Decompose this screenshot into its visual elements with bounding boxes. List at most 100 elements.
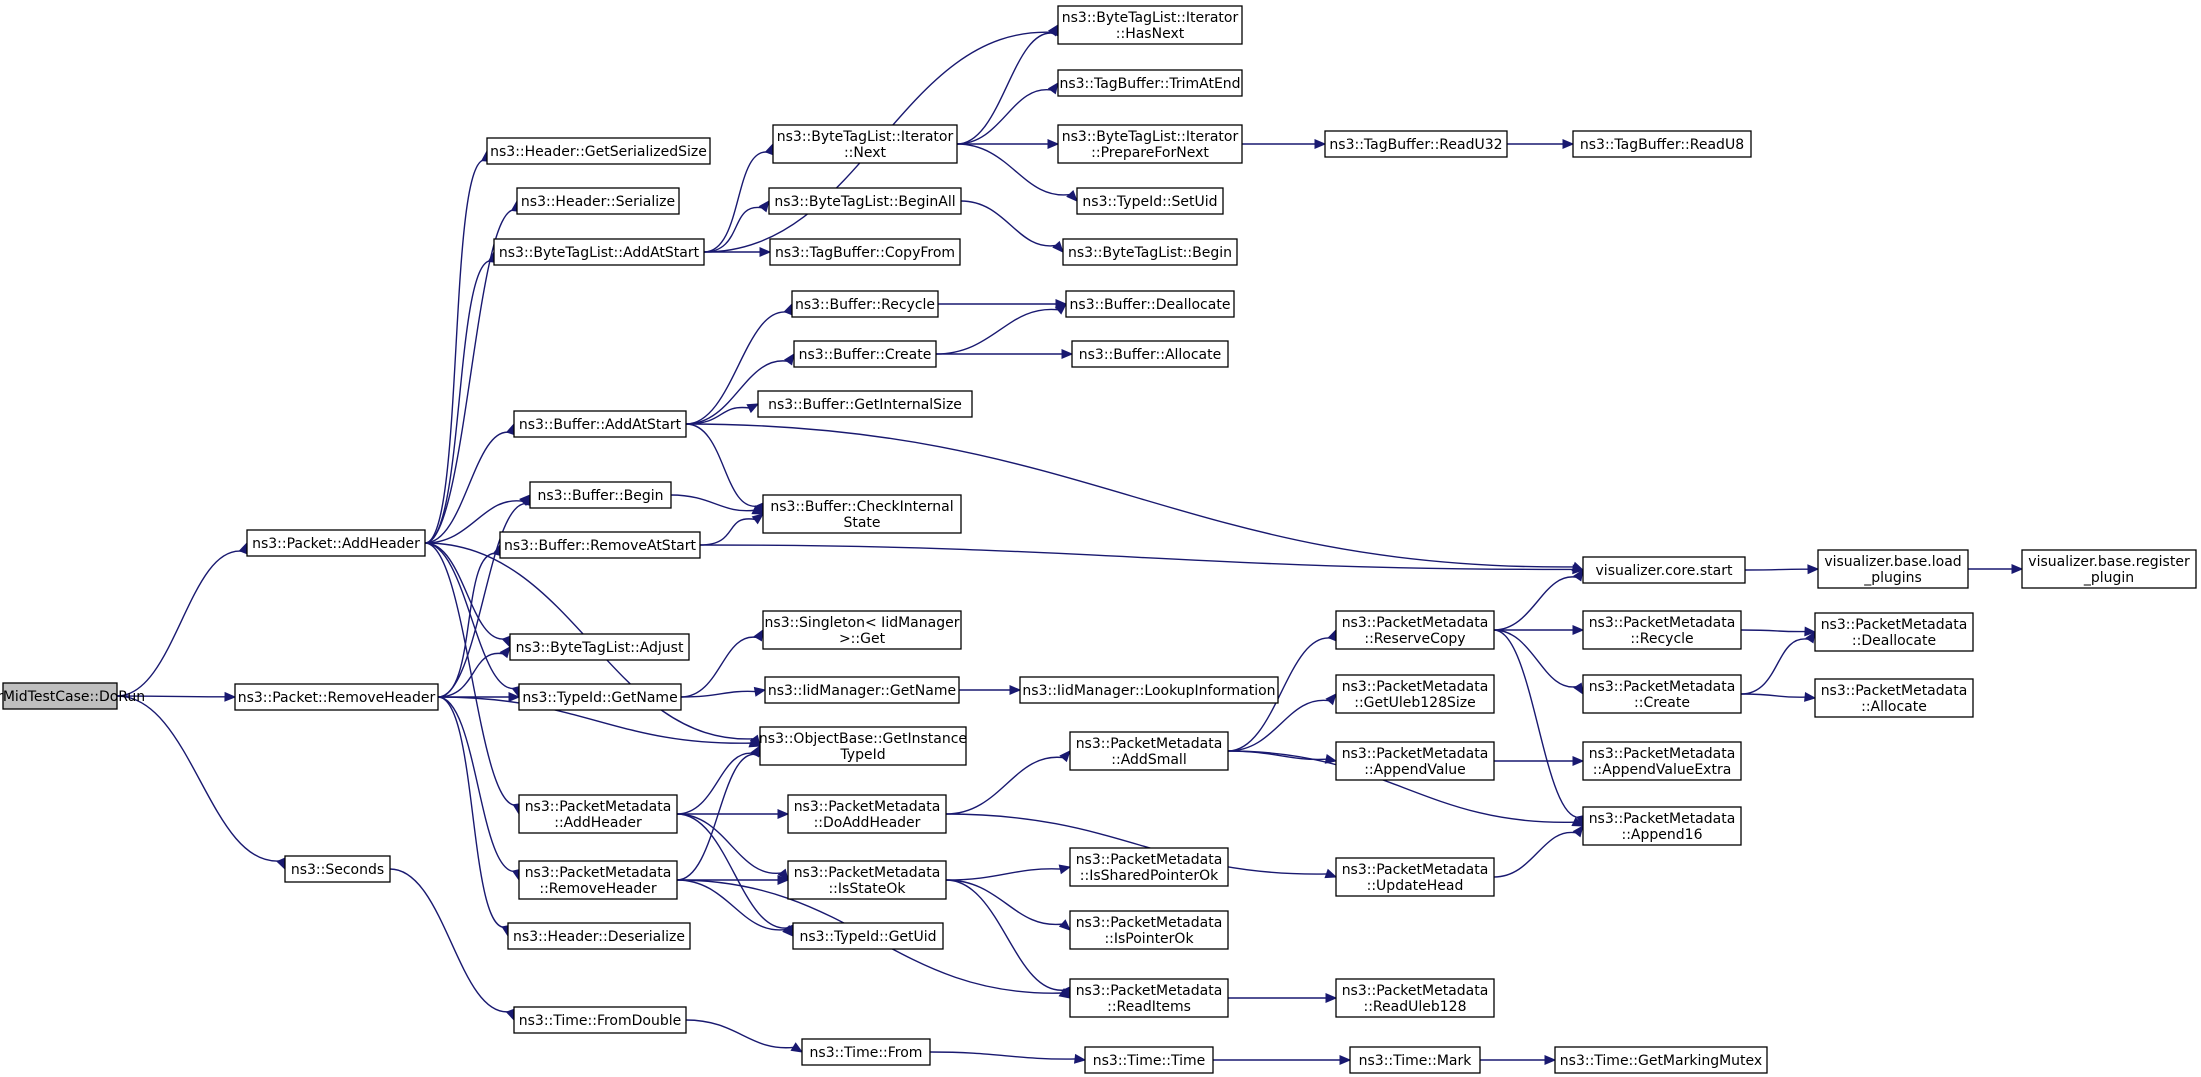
graph-node-btl-beginall[interactable]: ns3::ByteTagList::BeginAll [768, 187, 962, 215]
graph-node-removeheader[interactable]: ns3::Packet::RemoveHeader [234, 683, 439, 711]
graph-node-it-hasnext[interactable]: ns3::ByteTagList::Iterator::HasNext [1057, 5, 1243, 45]
call-edge [956, 32, 1055, 145]
graph-node-addheader[interactable]: ns3::Packet::AddHeader [246, 529, 426, 557]
graph-node-tb-copyfrom[interactable]: ns3::TagBuffer::CopyFrom [769, 238, 961, 266]
graph-node-buf-addatstart[interactable]: ns3::Buffer::AddAtStart [513, 410, 687, 438]
graph-node-pm-reservecopy[interactable]: ns3::PacketMetadata::ReserveCopy [1335, 610, 1495, 650]
arrowhead [1339, 1055, 1352, 1065]
graph-node-pm-issharedpointerok[interactable]: ns3::PacketMetadata::IsSharedPointerOk [1069, 847, 1229, 887]
graph-node-buf-recycle[interactable]: ns3::Buffer::Recycle [791, 290, 939, 318]
node-box [1084, 1046, 1214, 1074]
graph-node-iid-lookup[interactable]: ns3::IidManager::LookupInformation [1019, 676, 1279, 704]
node-box [1814, 678, 1974, 718]
arrowhead [1571, 817, 1585, 827]
graph-node-pm-doaddheader[interactable]: ns3::PacketMetadata::DoAddHeader [787, 794, 947, 834]
graph-node-btl-begin[interactable]: ns3::ByteTagList::Begin [1062, 238, 1238, 266]
node-label: ns3::PacketMetadata [1589, 615, 1736, 631]
call-edge [437, 696, 752, 744]
node-box [793, 340, 937, 368]
call-edge [945, 813, 1328, 875]
graph-node-tb-trimatend[interactable]: ns3::TagBuffer::TrimAtEnd [1057, 69, 1243, 97]
graph-node-it-prepare[interactable]: ns3::ByteTagList::Iterator::PrepareForNe… [1057, 124, 1243, 164]
graph-node-pm-deallocate[interactable]: ns3::PacketMetadata::Deallocate [1814, 612, 1974, 652]
graph-node-buf-deallocate[interactable]: ns3::Buffer::Deallocate [1065, 290, 1235, 318]
call-edge [1493, 576, 1579, 631]
node-box [507, 922, 691, 950]
call-edge [424, 542, 517, 690]
graph-node-buf-begin[interactable]: ns3::Buffer::Begin [529, 481, 672, 509]
arrowhead [777, 875, 790, 885]
graph-node-buf-removeatstart[interactable]: ns3::Buffer::RemoveAtStart [499, 531, 701, 559]
graph-node-viz-register-plugin[interactable]: visualizer.base.register_plugin [2021, 549, 2197, 589]
graph-node-viz-core-start[interactable]: visualizer.core.start [1582, 556, 1746, 584]
graph-node-btl-adjust[interactable]: ns3::ByteTagList::Adjust [509, 633, 690, 661]
graph-node-it-next[interactable]: ns3::ByteTagList::Iterator::Next [772, 124, 958, 164]
graph-node-pm-create[interactable]: ns3::PacketMetadata::Create [1582, 674, 1742, 714]
graph-node-typeid-getname[interactable]: ns3::TypeId::GetName [518, 683, 682, 711]
graph-node-pm-getuleb128size[interactable]: ns3::PacketMetadata::GetUleb128Size [1335, 674, 1495, 714]
node-label: ns3::PacketMetadata [1076, 736, 1223, 752]
call-edge [670, 494, 755, 512]
graph-node-time-fromdouble[interactable]: ns3::Time::FromDouble [513, 1006, 687, 1034]
graph-node-time-mark[interactable]: ns3::Time::Mark [1349, 1046, 1481, 1074]
graph-node-tb-readu8[interactable]: ns3::TagBuffer::ReadU8 [1572, 130, 1752, 158]
graph-node-dorun[interactable]: OlsrMidTestCase::DoRun [0, 682, 145, 710]
graph-node-serialize[interactable]: ns3::Header::Serialize [516, 187, 680, 215]
call-edge [956, 143, 1071, 196]
node-label: >::Get [839, 631, 886, 647]
graph-node-pm-addsmall[interactable]: ns3::PacketMetadata::AddSmall [1069, 731, 1229, 771]
node-label: ns3::Buffer::Recycle [795, 297, 935, 313]
node-label: _plugins [1863, 570, 1922, 586]
graph-node-pm-readuleb128[interactable]: ns3::PacketMetadata::ReadUleb128 [1335, 978, 1495, 1018]
node-label: ns3::Buffer::CheckInternal [770, 499, 953, 515]
node-label: ns3::Time::FromDouble [519, 1013, 682, 1029]
node-label: ::UpdateHead [1367, 878, 1464, 894]
node-label: ns3::Buffer::AddAtStart [519, 417, 682, 433]
arrowhead [2011, 564, 2024, 574]
graph-node-getserializedsize[interactable]: ns3::Header::GetSerializedSize [486, 137, 711, 165]
node-label: ns3::TypeId::GetUid [799, 929, 936, 945]
graph-node-time-time[interactable]: ns3::Time::Time [1084, 1046, 1214, 1074]
node-label: ns3::TypeId::SetUid [1082, 194, 1217, 210]
graph-node-viz-load-plugins[interactable]: visualizer.base.load_plugins [1817, 549, 1969, 589]
graph-node-pm-appendvalueextra[interactable]: ns3::PacketMetadata::AppendValueExtra [1582, 741, 1742, 781]
arrowhead [746, 403, 760, 414]
node-label: ns3::PacketMetadata [1342, 983, 1489, 999]
graph-node-pm-append16[interactable]: ns3::PacketMetadata::Append16 [1582, 806, 1742, 846]
graph-node-pm-addheader[interactable]: ns3::PacketMetadata::AddHeader [518, 794, 678, 834]
graph-node-pm-isstateok[interactable]: ns3::PacketMetadata::IsStateOk [787, 860, 947, 900]
arrowhead [1009, 685, 1022, 695]
arrowhead [777, 868, 789, 882]
graph-node-pm-appendvalue[interactable]: ns3::PacketMetadata::AppendValue [1335, 741, 1495, 781]
graph-node-time-getmarkingmutex[interactable]: ns3::Time::GetMarkingMutex [1554, 1046, 1768, 1074]
graph-node-buf-getinternalsize[interactable]: ns3::Buffer::GetInternalSize [757, 390, 973, 418]
graph-node-typeid-getuid[interactable]: ns3::TypeId::GetUid [792, 922, 944, 950]
graph-node-iid-getname[interactable]: ns3::IidManager::GetName [764, 676, 960, 704]
call-edge [424, 159, 487, 544]
graph-node-pm-readitems[interactable]: ns3::PacketMetadata::ReadItems [1069, 978, 1229, 1018]
graph-node-time-from[interactable]: ns3::Time::From [801, 1038, 931, 1066]
node-label: ns3::Header::GetSerializedSize [490, 144, 707, 160]
graph-node-header-deserialize[interactable]: ns3::Header::Deserialize [507, 922, 691, 950]
graph-node-pm-allocate[interactable]: ns3::PacketMetadata::Allocate [1814, 678, 1974, 718]
graph-node-typeid-setuid[interactable]: ns3::TypeId::SetUid [1076, 187, 1224, 215]
graph-node-seconds[interactable]: ns3::Seconds [284, 855, 391, 883]
graph-node-pm-ispointerok[interactable]: ns3::PacketMetadata::IsPointerOk [1069, 910, 1229, 950]
call-edge [116, 695, 282, 862]
arrowhead [499, 645, 511, 659]
graph-node-buf-allocate[interactable]: ns3::Buffer::Allocate [1071, 340, 1229, 368]
arrowhead [1573, 568, 1584, 582]
graph-node-pm-updatehead[interactable]: ns3::PacketMetadata::UpdateHead [1335, 857, 1495, 897]
node-label: ns3::PacketMetadata [794, 799, 941, 815]
graph-node-buf-create[interactable]: ns3::Buffer::Create [793, 340, 937, 368]
graph-node-pm-recycle[interactable]: ns3::PacketMetadata::Recycle [1582, 610, 1742, 650]
graph-node-btl-addatstart[interactable]: ns3::ByteTagList::AddAtStart [493, 238, 705, 266]
graph-node-tb-readu32[interactable]: ns3::TagBuffer::ReadU32 [1324, 130, 1508, 158]
node-box [1349, 1046, 1481, 1074]
graph-node-pm-removeheader[interactable]: ns3::PacketMetadata::RemoveHeader [518, 860, 678, 900]
node-label: ::IsPointerOk [1104, 931, 1194, 947]
graph-node-singleton-get[interactable]: ns3::Singleton< IidManager>::Get [762, 610, 962, 650]
node-label: ns3::ByteTagList::Iterator [1062, 10, 1239, 26]
